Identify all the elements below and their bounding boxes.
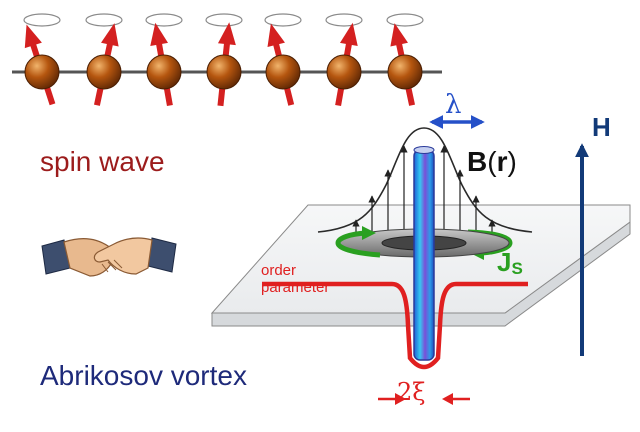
right-sleeve xyxy=(147,237,177,273)
supercurrent-arrow-front xyxy=(335,230,381,258)
spin-arrowhead xyxy=(150,22,169,46)
spin-site xyxy=(145,13,183,107)
spin-arrowhead xyxy=(217,22,236,46)
spin-wave-label: spin wave xyxy=(40,146,165,177)
coherence-length-arrows xyxy=(378,393,470,405)
precession-orbit xyxy=(205,13,243,27)
precession-orbit xyxy=(325,13,363,27)
spin-arrowhead xyxy=(24,24,42,49)
sphere-icon xyxy=(326,54,362,90)
spin-site xyxy=(205,13,243,107)
vortex-core xyxy=(413,146,435,361)
precession-orbit xyxy=(145,13,183,27)
handshake-icon xyxy=(41,237,177,277)
spin-site xyxy=(386,13,424,106)
spin-site xyxy=(85,13,123,106)
penetration-depth-label: λ xyxy=(445,90,462,120)
sphere-icon xyxy=(206,54,242,90)
spin-arrowhead xyxy=(339,22,358,46)
xi-arrowhead-left xyxy=(395,393,406,405)
right-hand xyxy=(93,237,153,275)
spin-site xyxy=(325,13,363,107)
supercurrent-label: JS xyxy=(497,247,523,279)
spin-site xyxy=(264,13,302,106)
coherence-length-label: 2ξ xyxy=(397,378,426,406)
sphere-icon xyxy=(387,54,423,90)
xi-arrowhead-right xyxy=(442,393,453,405)
spin-site xyxy=(23,13,61,106)
order-parameter-label-line2: parameter xyxy=(261,279,330,296)
spin-arrowhead xyxy=(101,23,119,47)
spin-arrowhead xyxy=(390,23,408,47)
order-parameter-curve xyxy=(262,281,528,370)
sphere-icon xyxy=(265,54,301,90)
j-symbol: J xyxy=(497,247,512,277)
vortex-core-tube xyxy=(413,149,435,361)
b-symbol: B xyxy=(467,146,488,177)
precession-orbit xyxy=(386,13,424,27)
spin-chain xyxy=(12,13,442,107)
abrikosov-vortex-label: Abrikosov vortex xyxy=(40,360,247,391)
sphere-icon xyxy=(24,54,60,90)
supercurrent-arrowhead xyxy=(362,226,376,240)
vortex-core-top xyxy=(413,146,435,154)
precession-orbit xyxy=(264,13,302,27)
sphere-icon xyxy=(86,54,122,90)
applied-field-label: H xyxy=(592,112,611,142)
j-subscript: S xyxy=(511,259,523,278)
field-profile-label: B(r) xyxy=(467,146,517,177)
order-parameter-label-line1: order xyxy=(261,262,297,279)
precession-orbit xyxy=(85,13,123,27)
precession-orbit xyxy=(23,13,61,27)
b-argument: r xyxy=(496,146,508,177)
finger-lines xyxy=(101,259,123,273)
sphere-icon xyxy=(146,54,182,90)
spin-arrowhead xyxy=(267,23,285,48)
